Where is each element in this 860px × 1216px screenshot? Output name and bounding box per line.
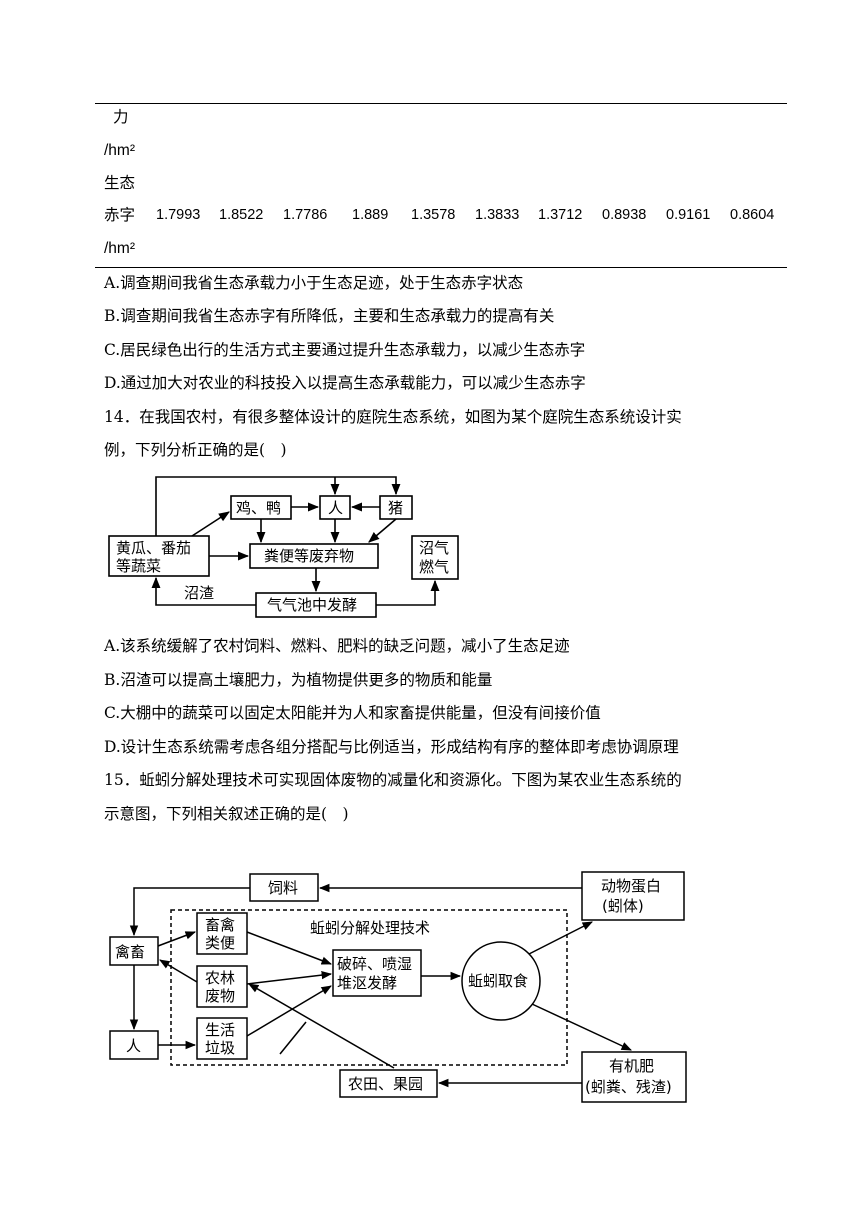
deficit-value: 1.7786	[283, 207, 328, 223]
manure-box	[249, 543, 379, 569]
feed-label: 饲料	[268, 879, 298, 897]
q14-option-a: A.该系统缓解了农村饲料、燃料、肥料的缺乏问题，减小了生态足迹	[104, 637, 570, 655]
deficit-value: 0.8604	[730, 207, 775, 223]
livestock-manure-label-1: 畜禽	[205, 916, 235, 934]
biogas-label-1: 沼气	[419, 539, 449, 557]
human-label: 人	[328, 499, 343, 517]
q14-option-d: D.设计生态系统需考虑各组分搭配与比例适当，形成结构有序的整体即考虑协调原理	[104, 738, 679, 756]
deficit-value: 1.889	[352, 207, 389, 223]
table-fragment-shengtai: 生态	[104, 174, 136, 192]
vegetables-label-2: 等蔬菜	[116, 557, 161, 575]
q14-option-b: B.沼渣可以提高土壤肥力，为植物提供更多的物质和能量	[104, 671, 493, 689]
livestock-label: 禽畜	[115, 943, 145, 961]
pig-label: 猪	[388, 499, 403, 517]
fertilizer-label-2: (蚓粪、残渣)	[585, 1078, 672, 1096]
q15-stem-line-2: 示意图，下列相关叙述正确的是( )	[104, 805, 349, 823]
q13-option-b: B.调查期间我省生态赤字有所降低，主要和生态承载力的提高有关	[104, 307, 555, 325]
q14-stem-line-1: 14．在我国农村，有很多整体设计的庭院生态系统，如图为某个庭院生态系统设计实	[104, 408, 682, 426]
q13-option-d: D.通过加大对农业的科技投入以提高生态承载能力，可以减少生态赤字	[104, 374, 586, 392]
human-label-15: 人	[126, 1037, 141, 1055]
table-fragment-unit-1: /hm²	[104, 142, 135, 159]
residue-label: 沼渣	[184, 584, 214, 602]
chicken-duck-label: 鸡、鸭	[236, 499, 281, 517]
fertilizer-box	[581, 1051, 687, 1103]
table-top-rule	[95, 103, 787, 104]
q13-option-a: A.调查期间我省生态承载力小于生态足迹，处于生态赤字状态	[104, 274, 524, 292]
livestock-manure-label-2: 类便	[205, 934, 235, 952]
deficit-value: 1.3712	[538, 207, 583, 223]
household-waste-label-1: 生活	[205, 1021, 235, 1039]
deficit-value: 1.8522	[219, 207, 264, 223]
animal-protein-box	[581, 871, 685, 921]
q13-option-c: C.居民绿色出行的生活方式主要通过提升生态承载力，以减少生态赤字	[104, 341, 586, 359]
animal-protein-label-2: (蚓体)	[602, 897, 644, 915]
q15-earthworm-diagram: 饲料 动物蛋白 (蚓体) 禽畜 人 畜禽 类便 农林 废物 生活 垃圾 蚯蚓分解…	[109, 871, 687, 1103]
deficit-value: 1.3578	[411, 207, 456, 223]
biogas-box	[411, 535, 459, 580]
animal-protein-label-1: 动物蛋白	[601, 877, 661, 895]
vegetables-label-1: 黄瓜、番茄	[116, 539, 191, 557]
table-fragment-unit-2: /hm²	[104, 240, 135, 257]
manure-label: 粪便等废弃物	[264, 547, 354, 565]
fertilizer-label-1: 有机肥	[609, 1057, 654, 1075]
process-box	[332, 949, 422, 997]
q14-stem-line-2: 例，下列分析正确的是( )	[104, 441, 287, 459]
q15-stem-line-1: 15．蚯蚓分解处理技术可实现固体废物的减量化和资源化。下图为某农业生态系统的	[104, 771, 682, 789]
fermentation-label: 气气池中发酵	[267, 596, 357, 614]
forest-waste-label-1: 农林	[205, 969, 235, 987]
table-bottom-rule	[95, 267, 787, 268]
farmland-label: 农田、果园	[348, 1075, 423, 1093]
q14-courtyard-diagram: 鸡、鸭 人 猪 黄瓜、番茄 等蔬菜 粪便等废弃物 沼气 燃气 沼渣 气气池中发酵	[108, 476, 459, 618]
deficit-value: 0.9161	[666, 207, 711, 223]
earthworm-label: 蚯蚓取食	[468, 972, 528, 990]
deficit-value: 0.8938	[602, 207, 647, 223]
livestock-manure-box	[196, 912, 248, 955]
technique-region	[170, 909, 568, 1066]
technique-label: 蚯蚓分解处理技术	[310, 919, 430, 937]
forest-waste-label-2: 废物	[205, 987, 235, 1005]
household-waste-label-2: 垃圾	[205, 1039, 235, 1057]
deficit-value: 1.7993	[156, 207, 201, 223]
earthworm-circle	[461, 941, 541, 1021]
process-label-2: 堆沤发酵	[337, 974, 397, 992]
deficit-label: 赤字	[104, 206, 136, 224]
biogas-label-2: 燃气	[419, 558, 449, 576]
deficit-value: 1.3833	[475, 207, 520, 223]
household-waste-box	[196, 1017, 248, 1060]
table-fragment-li: 力	[113, 108, 129, 126]
forest-waste-box	[196, 965, 248, 1008]
q14-option-c: C.大棚中的蔬菜可以固定太阳能并为人和家畜提供能量，但没有间接价值	[104, 704, 601, 722]
farmland-box	[339, 1069, 438, 1098]
process-label-1: 破碎、喷湿	[337, 955, 412, 973]
